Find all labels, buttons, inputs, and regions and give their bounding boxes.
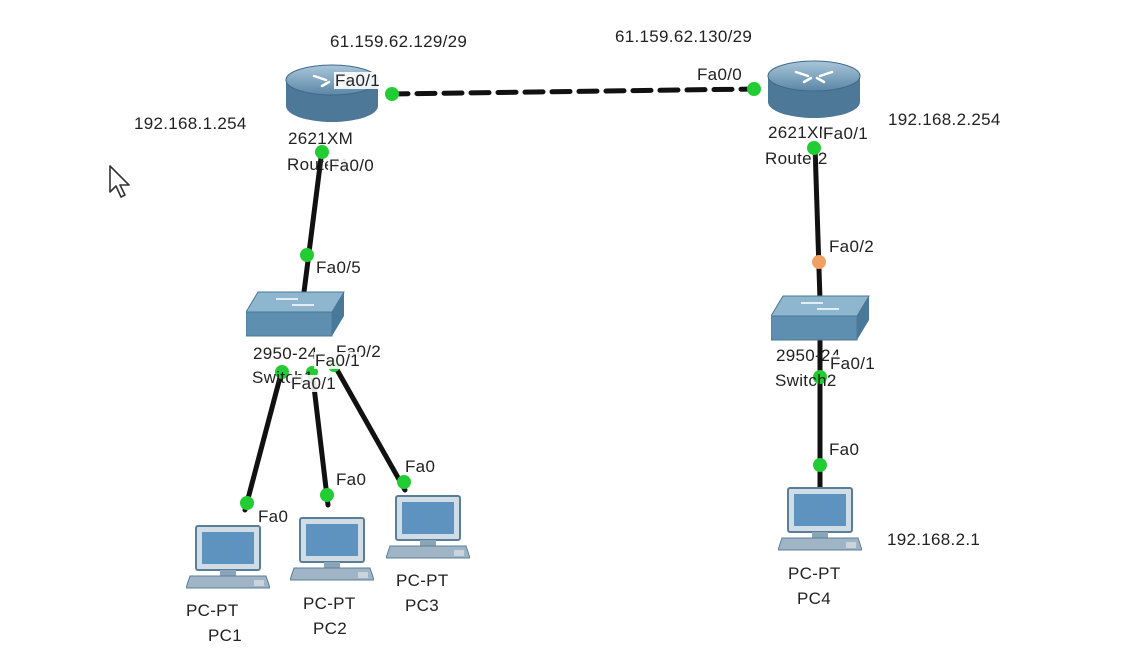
pc3-icon[interactable] (385, 494, 471, 569)
port-s1-uplink: Fa0/5 (315, 258, 362, 277)
pc2-type-label: PC-PT (303, 594, 356, 613)
link-light-s1-fa0-5 (300, 248, 314, 262)
port-r1-lan: Fa0/0 (328, 156, 375, 175)
switch1-icon[interactable] (245, 290, 346, 345)
router1-model-label: 2621XM (288, 129, 354, 148)
pc3-name-label: PC3 (405, 596, 439, 615)
link-light-s1-fa0-1a (275, 365, 289, 379)
cable-r2-switch2[interactable] (812, 143, 823, 303)
port-r1-wan: Fa0/1 (334, 71, 381, 90)
ip-router2-wan: 61.159.62.130/29 (615, 27, 753, 46)
link-light-s2-fa0-2 (812, 255, 826, 269)
router2-name-label: Router2 (765, 149, 828, 168)
switch2-model-label: 2950-24 (776, 346, 841, 365)
port-pc2-nic: Fa0 (335, 470, 368, 489)
pc4-type-label: PC-PT (788, 564, 841, 583)
cable-r1-switch1[interactable] (300, 147, 325, 303)
port-pc3-nic: Fa0 (404, 457, 437, 476)
port-pc4-nic: Fa0 (828, 440, 861, 459)
link-light-r2-fa0-1 (807, 141, 821, 155)
cable-switch1-pc2[interactable] (309, 367, 331, 508)
pc1-type-label: PC-PT (186, 601, 239, 620)
ip-router1-wan: 61.159.62.129/29 (330, 32, 468, 51)
pc2-icon[interactable] (289, 516, 375, 591)
port-s1-pc2: Fa0/1 (314, 351, 361, 370)
link-light-pc2 (320, 488, 334, 502)
link-light-s2-fa0-1 (813, 370, 827, 384)
pc1-name-label: PC1 (208, 626, 242, 645)
link-light-r1-fa0-0 (315, 145, 329, 159)
router2-icon[interactable] (764, 58, 864, 127)
port-s2-uplink: Fa0/2 (828, 237, 875, 256)
router2-model-label: 2621XM (768, 123, 834, 142)
port-r2-wan: Fa0/0 (696, 65, 743, 84)
link-light-pc4 (813, 458, 827, 472)
mouse-cursor-icon (108, 164, 134, 205)
cable-switch1-pc1[interactable] (242, 367, 285, 513)
pc4-icon[interactable] (777, 486, 863, 561)
cable-switch1-pc3[interactable] (333, 365, 408, 493)
ip-pc4: 192.168.2.1 (887, 530, 981, 549)
link-light-r2-fa0-0 (747, 82, 761, 96)
port-s2-pc4: Fa0/1 (829, 354, 876, 373)
pc2-name-label: PC2 (313, 619, 347, 638)
link-light-r1-fa0-1 (385, 87, 399, 101)
ip-router2-lan: 192.168.2.254 (888, 110, 1001, 129)
pc4-name-label: PC4 (797, 589, 831, 608)
switch2-name-label: Switch2 (775, 371, 837, 390)
port-s1-pc1: Fa0/1 (290, 374, 337, 393)
port-r2-lan: Fa0/1 (822, 124, 869, 143)
link-light-pc1 (240, 496, 254, 510)
link-light-pc3 (397, 475, 411, 489)
cable-r1-r2-serial[interactable] (387, 86, 758, 97)
port-pc1-nic: Fa0 (257, 507, 290, 526)
switch1-model-label: 2950-24 (253, 344, 318, 363)
pc1-icon[interactable] (185, 524, 271, 599)
ip-router1-lan: 192.168.1.254 (134, 114, 247, 133)
pc3-type-label: PC-PT (396, 571, 449, 590)
switch2-icon[interactable] (770, 294, 871, 349)
